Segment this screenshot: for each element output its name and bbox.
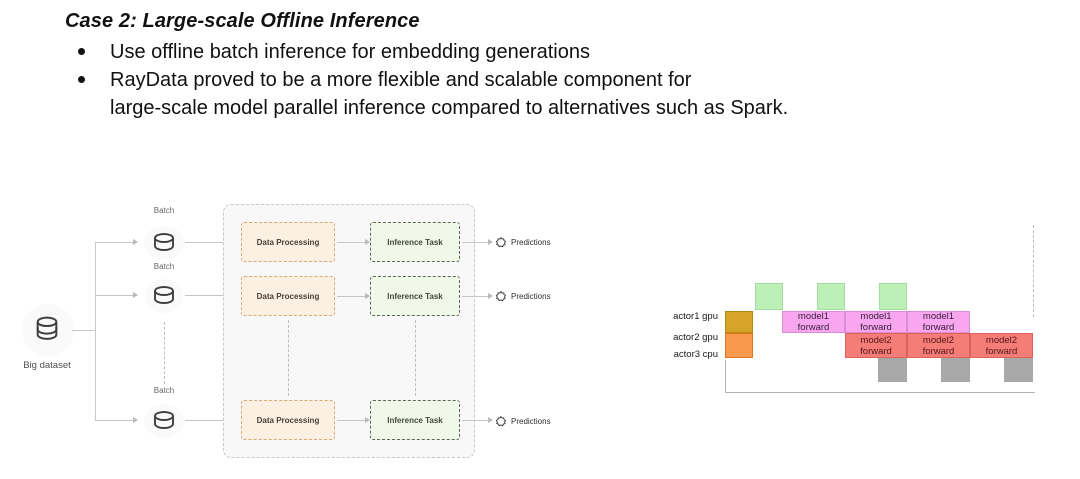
predictions-label: Predictions: [511, 237, 551, 247]
connector-arrow: [462, 417, 493, 423]
connector-line: [72, 330, 95, 331]
actor-label: actor2 gpu: [673, 332, 718, 343]
gantt-model1-block: model1 forward: [782, 311, 845, 333]
gantt-load-block: [879, 283, 907, 310]
block-label: model2: [985, 334, 1018, 346]
bullet-text: RayData proved to be a more flexible and…: [110, 69, 692, 91]
inference-task-box: Inference Task: [370, 222, 460, 262]
data-processing-box: Data Processing: [241, 400, 335, 440]
block-label: forward: [797, 322, 830, 333]
connector-arrow: [337, 239, 370, 245]
predictions-label: Predictions: [511, 291, 551, 301]
block-label: model1: [922, 311, 955, 322]
database-icon: [154, 411, 174, 429]
bullet-item: Use offline batch inference for embeddin…: [78, 38, 590, 66]
gantt-model2-block: model2 forward: [907, 333, 970, 358]
gantt-init-block-gold: [725, 311, 753, 333]
batch-halo: [144, 404, 184, 438]
gantt-axis-horizontal: [725, 392, 1035, 393]
page-title: Case 2: Large-scale Offline Inference: [65, 10, 420, 32]
gantt-right-dashed-line: [1033, 225, 1034, 317]
batch-label: Batch: [153, 206, 175, 215]
gantt-axis-vertical: [725, 360, 726, 393]
actor-label: actor3 cpu: [673, 349, 718, 360]
block-label: forward: [860, 345, 892, 357]
gantt-load-block: [755, 283, 783, 310]
ellipsis-dashed-line: [164, 322, 165, 384]
ellipsis-dashed-line: [415, 320, 416, 396]
block-label: forward: [860, 322, 892, 333]
gantt-model2-block: model2 forward: [845, 333, 907, 358]
bullet-text: large-scale model parallel inference com…: [110, 97, 789, 119]
batch-halo: [144, 279, 184, 313]
block-label: model1: [797, 311, 830, 322]
inference-task-box: Inference Task: [370, 276, 460, 316]
bullet-dot: [78, 48, 85, 55]
database-icon: [154, 286, 174, 304]
predictions-icon: [495, 236, 507, 248]
block-label: model1: [860, 311, 892, 322]
ellipsis-dashed-line: [288, 320, 289, 396]
predictions-icon: [495, 290, 507, 302]
batch-halo: [144, 226, 184, 260]
gantt-cpu-block: [941, 358, 970, 382]
block-label: model2: [860, 334, 892, 346]
connector-arrow: [462, 293, 493, 299]
connector-arrow: [337, 293, 370, 299]
bullet-dot: [78, 76, 85, 83]
inference-task-box: Inference Task: [370, 400, 460, 440]
batch-label: Batch: [153, 386, 175, 395]
predictions-item: Predictions: [495, 415, 551, 427]
gantt-model1-block: model1 forward: [907, 311, 970, 333]
block-label: forward: [985, 345, 1018, 357]
predictions-label: Predictions: [511, 416, 551, 426]
batch-label: Batch: [153, 262, 175, 271]
predictions-icon: [495, 415, 507, 427]
gantt-init-block-orange: [725, 333, 753, 358]
connector-arrow: [337, 417, 370, 423]
database-icon: [154, 233, 174, 251]
connector-line: [95, 242, 96, 421]
predictions-item: Predictions: [495, 236, 551, 248]
connector-arrow: [95, 292, 138, 298]
block-label: model2: [922, 334, 955, 346]
database-icon: [36, 316, 58, 340]
actor-label: actor1 gpu: [673, 311, 718, 322]
gantt-load-block: [817, 283, 845, 310]
bullet-item: RayData proved to be a more flexible and…: [78, 66, 788, 122]
predictions-item: Predictions: [495, 290, 551, 302]
gantt-cpu-block: [878, 358, 907, 382]
connector-arrow: [462, 239, 493, 245]
big-dataset-halo: [22, 304, 74, 356]
gantt-model1-block: model1 forward: [845, 311, 907, 333]
gantt-model2-block: model2 forward: [970, 333, 1033, 358]
gantt-cpu-block: [1004, 358, 1033, 382]
bullet-text: Use offline batch inference for embeddin…: [110, 41, 590, 63]
block-label: forward: [922, 345, 955, 357]
connector-arrow: [95, 417, 138, 423]
data-processing-box: Data Processing: [241, 276, 335, 316]
connector-arrow: [95, 239, 138, 245]
block-label: forward: [922, 322, 955, 333]
big-dataset-label: Big dataset: [23, 360, 71, 371]
data-processing-box: Data Processing: [241, 222, 335, 262]
